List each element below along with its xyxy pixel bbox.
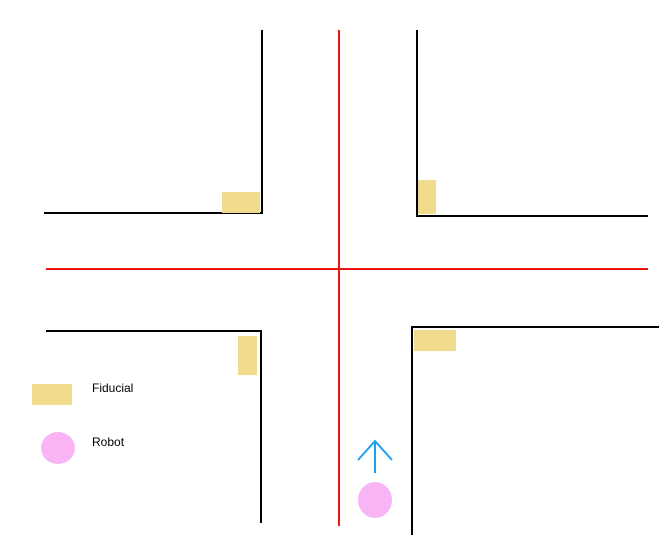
- wall-top-right: [416, 30, 648, 217]
- legend-robot-label: Robot: [92, 435, 125, 449]
- legend-fiducial-label: Fiducial: [92, 381, 134, 395]
- legend-fiducial-swatch: [32, 384, 72, 405]
- legend-robot-swatch: [41, 432, 75, 464]
- arrow-head: [357, 439, 393, 461]
- fiducial-top-right: [418, 180, 436, 214]
- robot: [358, 482, 392, 518]
- fiducial-bottom-right: [414, 330, 456, 351]
- wall-top-left: [44, 30, 263, 214]
- walls: [44, 30, 659, 535]
- fiducials: [222, 180, 456, 375]
- direction-arrow: [357, 439, 393, 473]
- wall-bottom-left: [46, 330, 262, 523]
- fiducial-top-left: [222, 192, 260, 213]
- fiducial-bottom-left: [238, 336, 257, 375]
- wall-bottom-right: [411, 326, 659, 535]
- center-lines: [46, 30, 648, 526]
